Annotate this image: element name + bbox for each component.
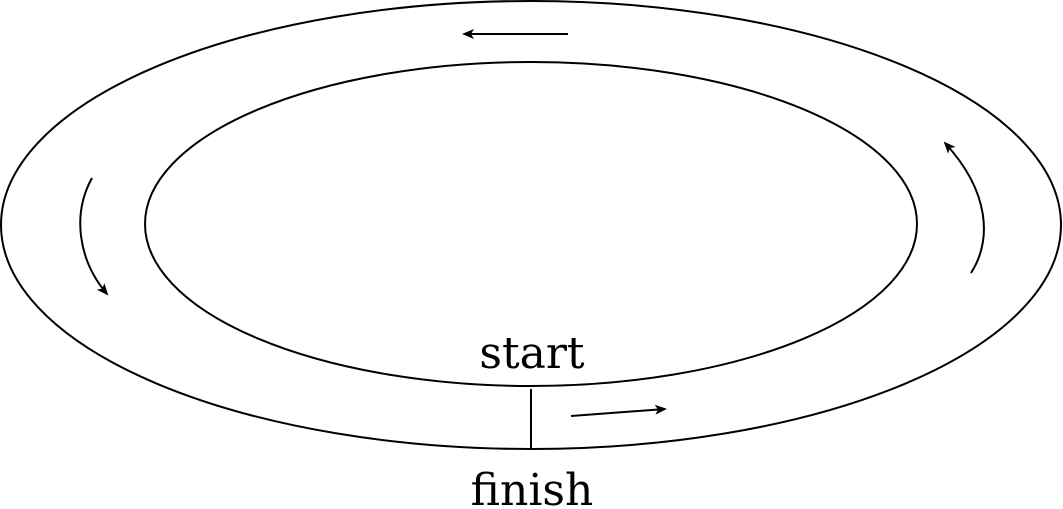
outer-track-boundary: [0, 0, 1062, 450]
direction-arrow-bottom: [570, 404, 667, 417]
start-label: start: [479, 328, 585, 379]
finish-label: finish: [471, 465, 594, 509]
inner-track-boundary: [144, 61, 918, 387]
direction-arrow-right: [943, 141, 985, 274]
direction-arrow-left: [79, 177, 109, 296]
